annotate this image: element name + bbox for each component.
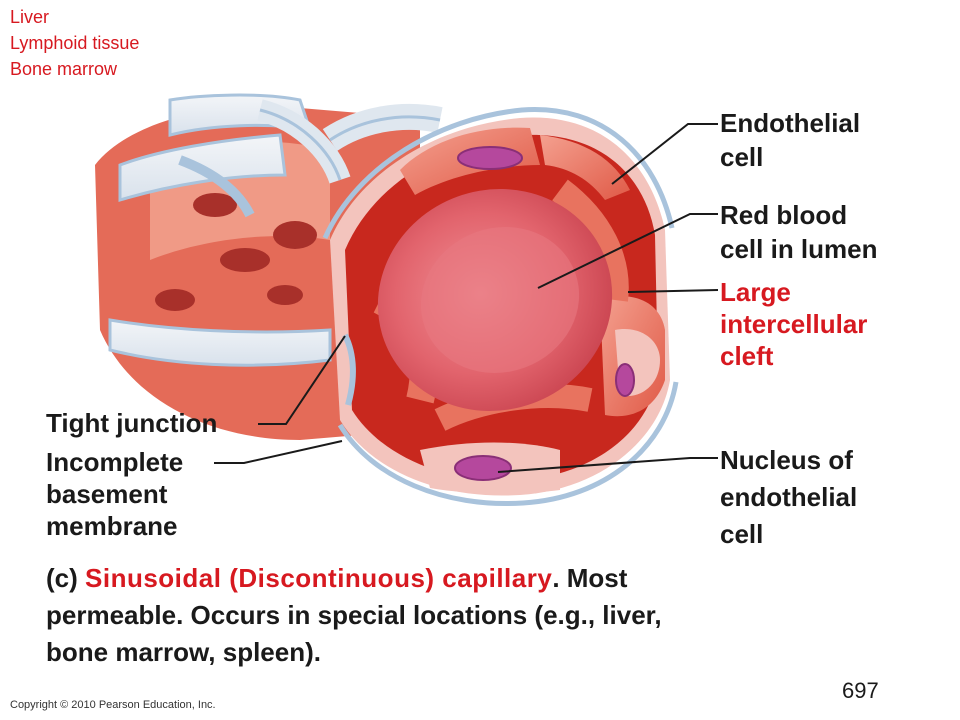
caption-line2: permeable. Occurs in special locations (…	[46, 600, 662, 630]
figure-caption: (c) Sinusoidal (Discontinuous) capillary…	[46, 560, 826, 671]
red-blood-cell	[377, 189, 613, 411]
fenestration	[220, 248, 270, 272]
label-cleft-line2: intercellular	[720, 309, 868, 339]
label-endothelial-cell: Endothelial cell	[720, 106, 860, 174]
location-bone-marrow: Bone marrow	[10, 59, 118, 79]
location-liver: Liver	[10, 7, 50, 27]
fenestration	[155, 289, 195, 311]
label-basement-line1: Incomplete	[46, 447, 184, 477]
copyright-notice: Copyright © 2010 Pearson Education, Inc.	[10, 699, 216, 711]
leader-red-blood-cell	[537, 213, 718, 289]
fenestration	[273, 221, 317, 249]
location-lymphoid-tissue: Lymphoid tissue	[10, 33, 140, 53]
fenestration	[193, 193, 237, 217]
label-red-blood-cell-line2: cell in lumen	[720, 234, 878, 264]
leader-intercellular-cleft	[627, 289, 719, 293]
location-list: Liver Lymphoid tissue Bone marrow	[10, 4, 139, 82]
label-cleft-line1: Large	[720, 277, 791, 307]
label-endothelial-cell-line2: cell	[720, 142, 764, 172]
label-tight-junction: Tight junction	[46, 408, 218, 438]
basement-membrane	[178, 99, 443, 218]
label-basement-line3: membrane	[46, 511, 178, 541]
label-nucleus-line1: Nucleus of	[720, 445, 853, 475]
leader-tight-junction	[258, 335, 346, 425]
caption-line3: bone marrow, spleen).	[46, 637, 321, 667]
nucleus	[615, 363, 635, 397]
label-intercellular-cleft: Large intercellular cleft	[720, 276, 867, 372]
label-endothelial-cell-line1: Endothelial	[720, 108, 861, 138]
caption-prefix: (c)	[46, 563, 78, 593]
tight-junction	[342, 333, 356, 406]
caption-line1-rest: . Most	[552, 563, 628, 593]
label-basement-line2: basement	[46, 479, 168, 509]
nucleus	[454, 455, 512, 481]
leader-nucleus	[497, 457, 718, 473]
caption-line1: (c) Sinusoidal (Discontinuous) capillary…	[46, 560, 826, 597]
page-number: 697	[842, 678, 879, 703]
label-nucleus-line3: cell	[720, 519, 764, 549]
leader-basement-membrane	[214, 440, 343, 464]
label-basement-membrane: Incomplete basement membrane	[46, 446, 183, 542]
label-red-blood-cell-line1: Red blood	[720, 200, 848, 230]
label-red-blood-cell: Red blood cell in lumen	[720, 198, 878, 266]
label-nucleus: Nucleus of endothelial cell	[720, 442, 857, 553]
fenestration	[267, 285, 303, 305]
label-nucleus-line2: endothelial	[720, 482, 858, 512]
nucleus	[457, 146, 523, 170]
leader-endothelial-cell	[611, 123, 718, 185]
label-cleft-line3: cleft	[720, 341, 774, 371]
caption-title: Sinusoidal (Discontinuous) capillary	[85, 563, 553, 593]
